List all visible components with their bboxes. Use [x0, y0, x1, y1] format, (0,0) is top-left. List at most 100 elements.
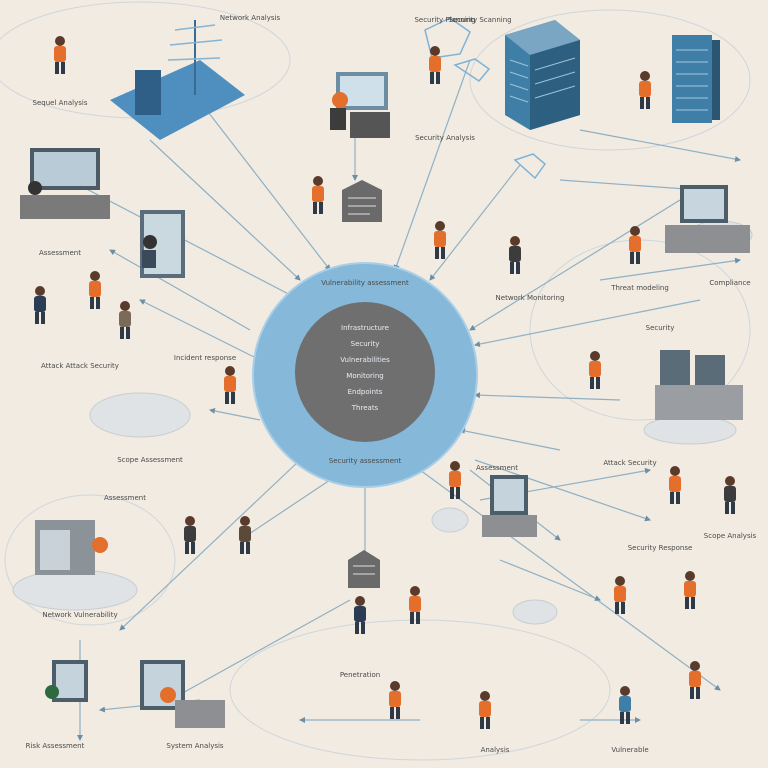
node-label: Threat modeling: [610, 284, 669, 292]
person-figure: [312, 176, 324, 214]
person-figure: [119, 301, 131, 339]
connector-line: [499, 559, 601, 601]
node-label: Attack Security: [603, 459, 656, 467]
connector-line: [579, 129, 741, 163]
node-label: Scope Analysis: [704, 532, 757, 540]
connector-line: [209, 408, 261, 421]
connector-line: [469, 199, 681, 331]
connector-line: [194, 94, 331, 271]
connector-line: [239, 479, 331, 541]
node-label: Security: [646, 324, 675, 332]
node-label: System Analysis: [166, 742, 224, 750]
person-figure: [639, 71, 651, 109]
person-figure: [629, 226, 641, 264]
workstation-bottom-left: [45, 660, 88, 702]
person-figure: [509, 236, 521, 274]
person-figure: [184, 516, 196, 554]
connector-line: [149, 139, 301, 281]
node-label: Incident response: [174, 354, 236, 362]
person-figure: [409, 586, 421, 624]
node-label: Security Analysis: [415, 134, 475, 142]
hub-core-lines: InfrastructureSecurityVulnerabilitiesMon…: [340, 324, 390, 412]
hub-core-line: Security: [351, 340, 380, 348]
hub-core-line: Vulnerabilities: [340, 356, 390, 364]
node-label: Vulnerable: [611, 746, 648, 754]
person-figure: [434, 221, 446, 259]
hub-core-line: Monitoring: [346, 372, 383, 380]
node-label: Assessment: [39, 249, 81, 257]
hub-core-line: Endpoints: [348, 388, 383, 396]
node-label: Assessment: [104, 494, 146, 502]
connector-lines: [49, 59, 741, 741]
server-rack-right-top: [672, 35, 720, 123]
hub: Vulnerability assessment Security assess…: [252, 262, 478, 488]
person-figure: [224, 366, 236, 404]
server-rack-center-top: [505, 20, 580, 130]
workstation-left: [20, 148, 110, 219]
node-label: Network Analysis: [220, 14, 281, 22]
person-figure: [449, 461, 461, 499]
node-label: Attack Attack Security: [41, 362, 119, 370]
node-label: Sequel Analysis: [33, 99, 88, 107]
connector-line: [459, 428, 561, 451]
node-label: Security Scanning: [448, 16, 511, 24]
person-figure: [429, 46, 441, 84]
workstation-right: [665, 185, 750, 253]
connector-line: [474, 299, 701, 347]
connector-line: [139, 299, 261, 361]
person-figure: [619, 686, 631, 724]
node-label: Compliance: [709, 279, 750, 287]
workstation-center-bottom: [482, 475, 537, 537]
person-figure: [614, 576, 626, 614]
person-figure: [239, 516, 251, 554]
workstation-left-mid: [140, 210, 185, 278]
connector-line: [419, 469, 721, 691]
node-label: Security Planning: [414, 16, 475, 24]
document-icon-low: [348, 550, 380, 588]
person-figure: [689, 661, 701, 699]
person-figure: [34, 286, 46, 324]
person-figure: [684, 571, 696, 609]
connector-line: [429, 164, 521, 281]
workstation-top-center: [330, 72, 390, 138]
connector-line: [474, 392, 621, 401]
connector-line: [169, 599, 351, 701]
document-icon-mid: [342, 180, 382, 222]
connector-line: [393, 59, 471, 271]
node-label: Assessment: [476, 464, 518, 472]
workstation-left-bottom: [35, 520, 108, 575]
connector-line: [109, 249, 251, 331]
hub-ring-bottom-label: Security assessment: [329, 457, 402, 465]
hub-core-line: Infrastructure: [341, 324, 389, 332]
person-figure: [724, 476, 736, 514]
people-figures: [34, 36, 736, 729]
person-figure: [589, 351, 601, 389]
server-platform-top-left: [110, 20, 245, 140]
hub-core-line: Threats: [351, 404, 379, 412]
node-label: Network Vulnerability: [42, 611, 117, 619]
person-figure: [54, 36, 66, 74]
node-label: Scope Assessment: [117, 456, 183, 464]
node-label: Penetration: [340, 671, 380, 679]
person-figure: [669, 466, 681, 504]
person-figure: [479, 691, 491, 729]
connector-line: [559, 179, 701, 193]
hub-ring-top-label: Vulnerability assessment: [321, 279, 409, 287]
workstations: [20, 72, 750, 728]
person-figure: [389, 681, 401, 719]
workstation-bottom-mid: [140, 660, 225, 728]
hub-core: [295, 302, 435, 442]
person-figure: [354, 596, 366, 634]
node-label: Network Monitoring: [496, 294, 565, 302]
node-label: Analysis: [481, 746, 510, 754]
person-figure: [89, 271, 101, 309]
node-label: Risk Assessment: [26, 742, 85, 750]
workstation-right-mid: [655, 350, 743, 420]
connector-line: [599, 257, 741, 281]
node-label: Security Response: [628, 544, 693, 552]
connector-line: [119, 459, 301, 631]
connector-line: [474, 459, 651, 522]
